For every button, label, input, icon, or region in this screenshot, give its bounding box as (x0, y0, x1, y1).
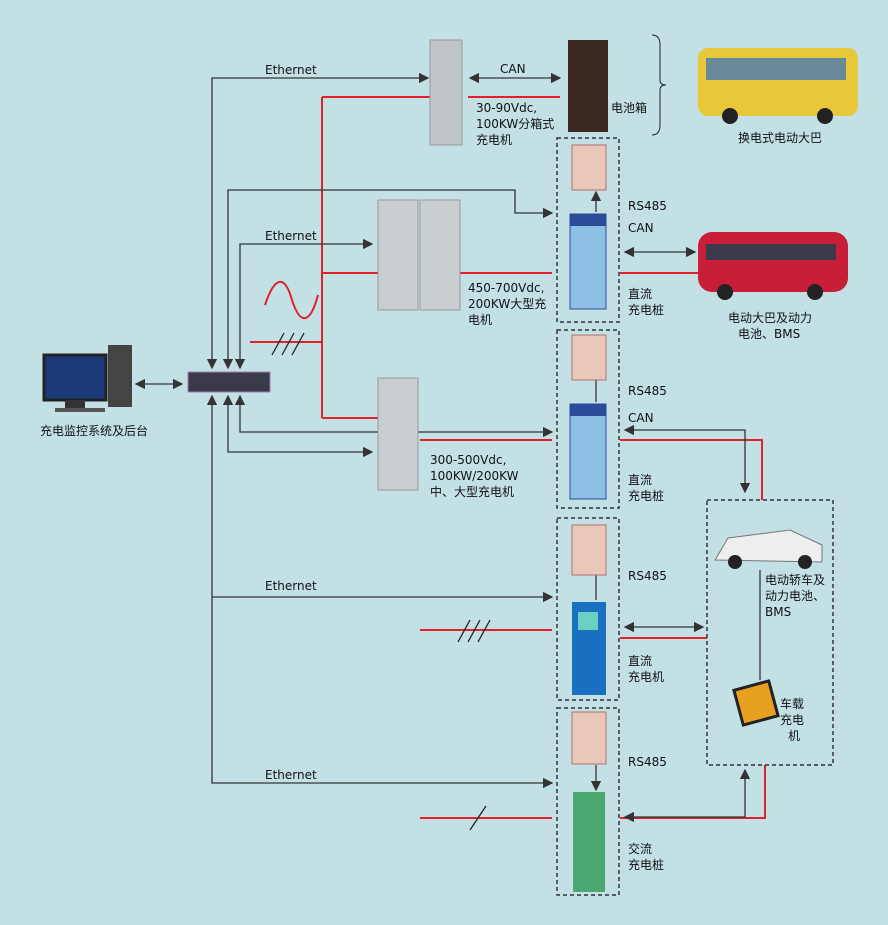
car-label: BMS (765, 605, 791, 619)
signal-lines (134, 72, 761, 823)
can-label-3: CAN (628, 411, 654, 425)
dc-pile-label: 充电桩 (628, 302, 664, 317)
car-label: 动力电池、 (765, 589, 825, 603)
three-phase-slashes (271, 332, 491, 831)
ethernet-label-1: Ethernet (265, 63, 317, 77)
cab1-label: 充电机 (476, 132, 512, 147)
dashed-groups (556, 137, 834, 896)
meters (571, 144, 607, 765)
cab2-label: 200KW大型充 (468, 296, 546, 311)
monitor-computer (42, 345, 132, 412)
dc-charger-label: 直流 (628, 654, 652, 668)
battery-box-label: 电池箱 (611, 100, 647, 115)
cab3-label: 100KW/200KW (430, 469, 519, 483)
rs485-label-3: RS485 (628, 569, 667, 583)
can-label-1: CAN (500, 62, 526, 76)
cab3-label: 300-500Vdc, (430, 453, 506, 467)
car-label: 电动轿车及 (765, 572, 825, 587)
cab2-label: 450-700Vdc, (468, 281, 544, 295)
monitor-label: 充电监控系统及后台 (40, 423, 148, 438)
ethernet-label-3: Ethernet (265, 579, 317, 593)
network-switch (187, 371, 271, 393)
power-lines (250, 96, 766, 819)
swap-bus-image (698, 48, 858, 124)
onboard-charger-label: 机 (788, 729, 800, 743)
dc-charger-label: 充电机 (628, 669, 664, 684)
onboard-charger-image (732, 679, 780, 727)
cab2-label: 电机 (468, 313, 492, 327)
bus-bms-label: 电池、BMS (738, 327, 800, 341)
electric-bus-image (698, 232, 848, 300)
rs485-label-4: RS485 (628, 755, 667, 769)
can-label-2: CAN (628, 221, 654, 235)
onboard-charger-label: 充电 (780, 712, 804, 727)
bus-bms-label: 电动大巴及动力 (728, 311, 812, 325)
ac-pile-label: 充电桩 (628, 857, 664, 872)
dc-charging-pile-1 (569, 213, 607, 310)
ethernet-label-2: Ethernet (265, 229, 317, 243)
ethernet-label-4: Ethernet (265, 768, 317, 782)
charger-cabinet-300-500vdc (377, 377, 419, 491)
dc-pile-label: 直流 (628, 287, 652, 301)
ac-sine-symbol (264, 280, 319, 320)
swap-bus-label: 换电式电动大巴 (738, 131, 822, 145)
charger-cabinet-450-700vdc (377, 199, 461, 311)
dc-pile-label: 直流 (628, 473, 652, 487)
ac-charging-pile (573, 792, 605, 892)
dc-charging-pile-2 (569, 403, 607, 500)
battery-box (568, 40, 608, 132)
electric-car-image (714, 529, 823, 569)
rs485-label-1: RS485 (628, 199, 667, 213)
charger-cabinet-30-90vdc (429, 39, 463, 146)
ac-pile-label: 交流 (628, 841, 652, 856)
cab1-label: 100KW分箱式 (476, 116, 554, 131)
onboard-charger-label: 车载 (780, 696, 804, 711)
cab1-label: 30-90Vdc, (476, 101, 537, 115)
dc-charger-3 (572, 602, 606, 695)
dc-pile-label: 充电桩 (628, 488, 664, 503)
brace (651, 34, 667, 136)
rs485-label-2: RS485 (628, 384, 667, 398)
cab3-label: 中、大型充电机 (430, 484, 514, 499)
